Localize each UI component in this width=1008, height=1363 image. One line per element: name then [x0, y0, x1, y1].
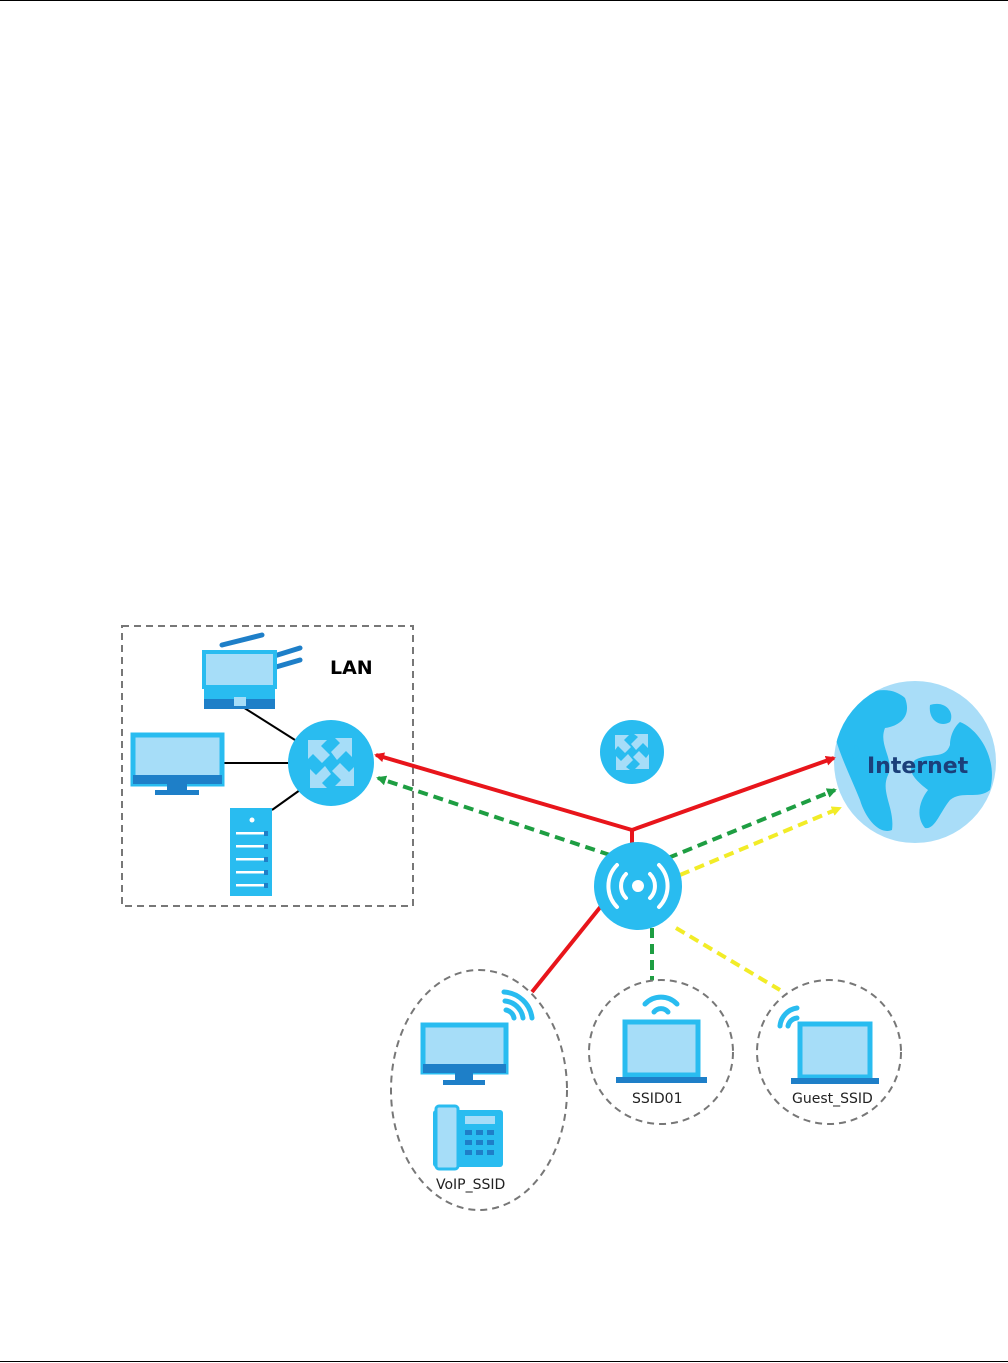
ssid01-laptop-icon [616, 1022, 707, 1083]
access-point-icon [594, 842, 682, 930]
lan-label: LAN [330, 657, 373, 679]
yellow-link-path [676, 808, 840, 990]
ssid01-label: SSID01 [632, 1091, 683, 1107]
voip-phone-icon [433, 1106, 503, 1169]
guest-ssid-group: Guest_SSID [757, 980, 901, 1124]
guest-ssid-label: Guest_SSID [792, 1091, 873, 1107]
internet-globe-icon: Internet [834, 681, 996, 843]
ssid01-group: SSID01 [589, 980, 733, 1124]
voip-ssid-label: VoIP_SSID [436, 1177, 505, 1193]
internet-label: Internet [867, 754, 969, 779]
lan-router-icon [288, 720, 374, 806]
printer-link [238, 704, 295, 740]
printer-icon [204, 635, 300, 709]
floating-router-icon [600, 720, 664, 784]
guest-laptop-icon [791, 1024, 879, 1084]
lan-monitor-icon [133, 735, 222, 795]
server-link [272, 790, 300, 810]
voip-ssid-group: VoIP_SSID [391, 970, 567, 1210]
server-icon [230, 808, 272, 896]
